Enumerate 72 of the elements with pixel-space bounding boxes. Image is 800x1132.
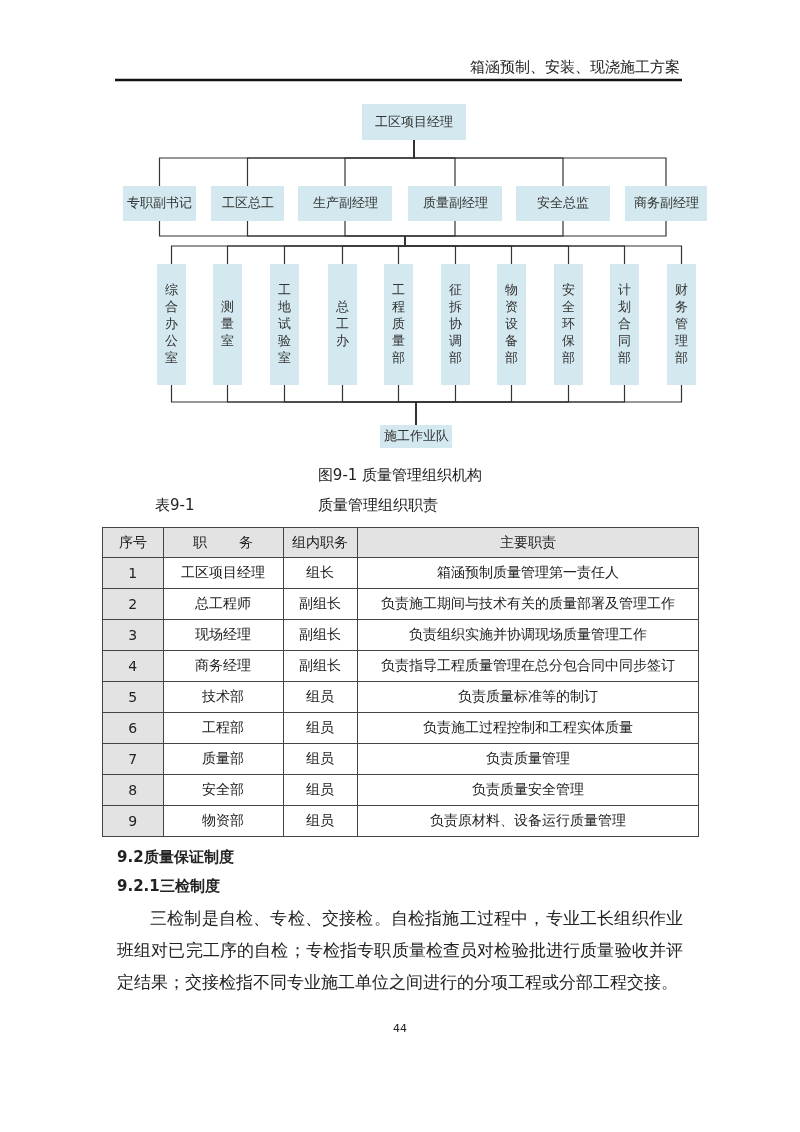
position-box: 商务副经理 (625, 186, 707, 221)
table-cell: 商务经理 (163, 650, 284, 682)
column-header: 序号 (102, 527, 164, 558)
table-cell: 1 (102, 557, 164, 589)
table-cell: 负责施工期间与技术有关的质量部署及管理工作 (357, 588, 699, 620)
connector-line (397, 245, 406, 265)
table-cell: 副组长 (283, 650, 358, 682)
table-cell: 组员 (283, 681, 358, 713)
table-cell: 副组长 (283, 588, 358, 620)
table-cell: 组员 (283, 774, 358, 806)
body-paragraph: 三检制是自检、专检、交接检。自检指施工过程中，专业工长组织作业班组对已完工序的自检；专检指专职质量检查员对检验批进行质量验收并评定结果；交接检指不同专业施工单位之间进行的分项工程或分部工程交接。 (117, 908, 683, 994)
trunk-line (404, 236, 406, 246)
table-cell: 4 (102, 650, 164, 682)
table-cell: 组员 (283, 805, 358, 837)
connector-line (404, 220, 667, 237)
table-cell: 工区项目经理 (163, 557, 284, 589)
column-header: 主要职责 (357, 527, 699, 558)
connector-line (404, 245, 683, 265)
page-number: 44 (392, 1022, 408, 1035)
header-title: 箱涵预制、安装、现浇施工方案 (469, 58, 680, 77)
table-number: 表9-1 (155, 496, 195, 515)
department-box: 计划合同部 (610, 264, 639, 385)
table-cell: 物资部 (163, 805, 284, 837)
department-box: 工地试验室 (270, 264, 299, 385)
table-cell: 负责质量管理 (357, 743, 699, 775)
position-box: 施工作业队 (380, 425, 452, 448)
table-title: 质量管理组织职责 (318, 496, 438, 515)
department-box: 工程质量部 (384, 264, 413, 385)
column-header: 组内职务 (283, 527, 358, 558)
position-box: 生产副经理 (298, 186, 392, 221)
table-cell: 9 (102, 805, 164, 837)
table-cell: 组长 (283, 557, 358, 589)
table-cell: 组员 (283, 712, 358, 744)
table-cell: 7 (102, 743, 164, 775)
table-cell: 总工程师 (163, 588, 284, 620)
table-cell: 负责组织实施并协调现场质量管理工作 (357, 619, 699, 651)
table-cell: 组员 (283, 743, 358, 775)
connector-line (344, 220, 406, 237)
department-box: 总工办 (328, 264, 357, 385)
table-cell: 箱涵预制质量管理第一责任人 (357, 557, 699, 589)
department-box: 测量室 (213, 264, 242, 385)
section-heading: 9.2质量保证制度 (117, 848, 234, 867)
table-cell: 负责质量安全管理 (357, 774, 699, 806)
figure-caption: 图9-1 质量管理组织机构 (316, 466, 484, 485)
table-cell: 技术部 (163, 681, 284, 713)
table-cell: 3 (102, 619, 164, 651)
department-box: 财务管理部 (667, 264, 696, 385)
department-box: 安全环保部 (554, 264, 583, 385)
position-box: 工区项目经理 (362, 104, 466, 140)
table-cell: 工程部 (163, 712, 284, 744)
department-box: 综合办公室 (157, 264, 186, 385)
column-header: 职 务 (163, 527, 284, 558)
subsection-heading: 9.2.1三检制度 (117, 877, 220, 896)
department-box: 征拆协调部 (441, 264, 470, 385)
table-cell: 负责指导工程质量管理在总分包合同中同步签订 (357, 650, 699, 682)
table-cell: 负责施工过程控制和工程实体质量 (357, 712, 699, 744)
department-box: 物资设备部 (497, 264, 526, 385)
table-cell: 质量部 (163, 743, 284, 775)
table-cell: 现场经理 (163, 619, 284, 651)
table-cell: 2 (102, 588, 164, 620)
table-cell: 副组长 (283, 619, 358, 651)
table-cell: 安全部 (163, 774, 284, 806)
table-cell: 5 (102, 681, 164, 713)
position-box: 专职副书记 (123, 186, 196, 221)
position-box: 质量副经理 (408, 186, 502, 221)
table-cell: 6 (102, 712, 164, 744)
position-box: 安全总监 (516, 186, 610, 221)
table-cell: 负责原材料、设备运行质量管理 (357, 805, 699, 837)
connector-line (415, 384, 683, 426)
table-cell: 8 (102, 774, 164, 806)
table-cell: 负责质量标准等的制订 (357, 681, 699, 713)
position-box: 工区总工 (211, 186, 284, 221)
